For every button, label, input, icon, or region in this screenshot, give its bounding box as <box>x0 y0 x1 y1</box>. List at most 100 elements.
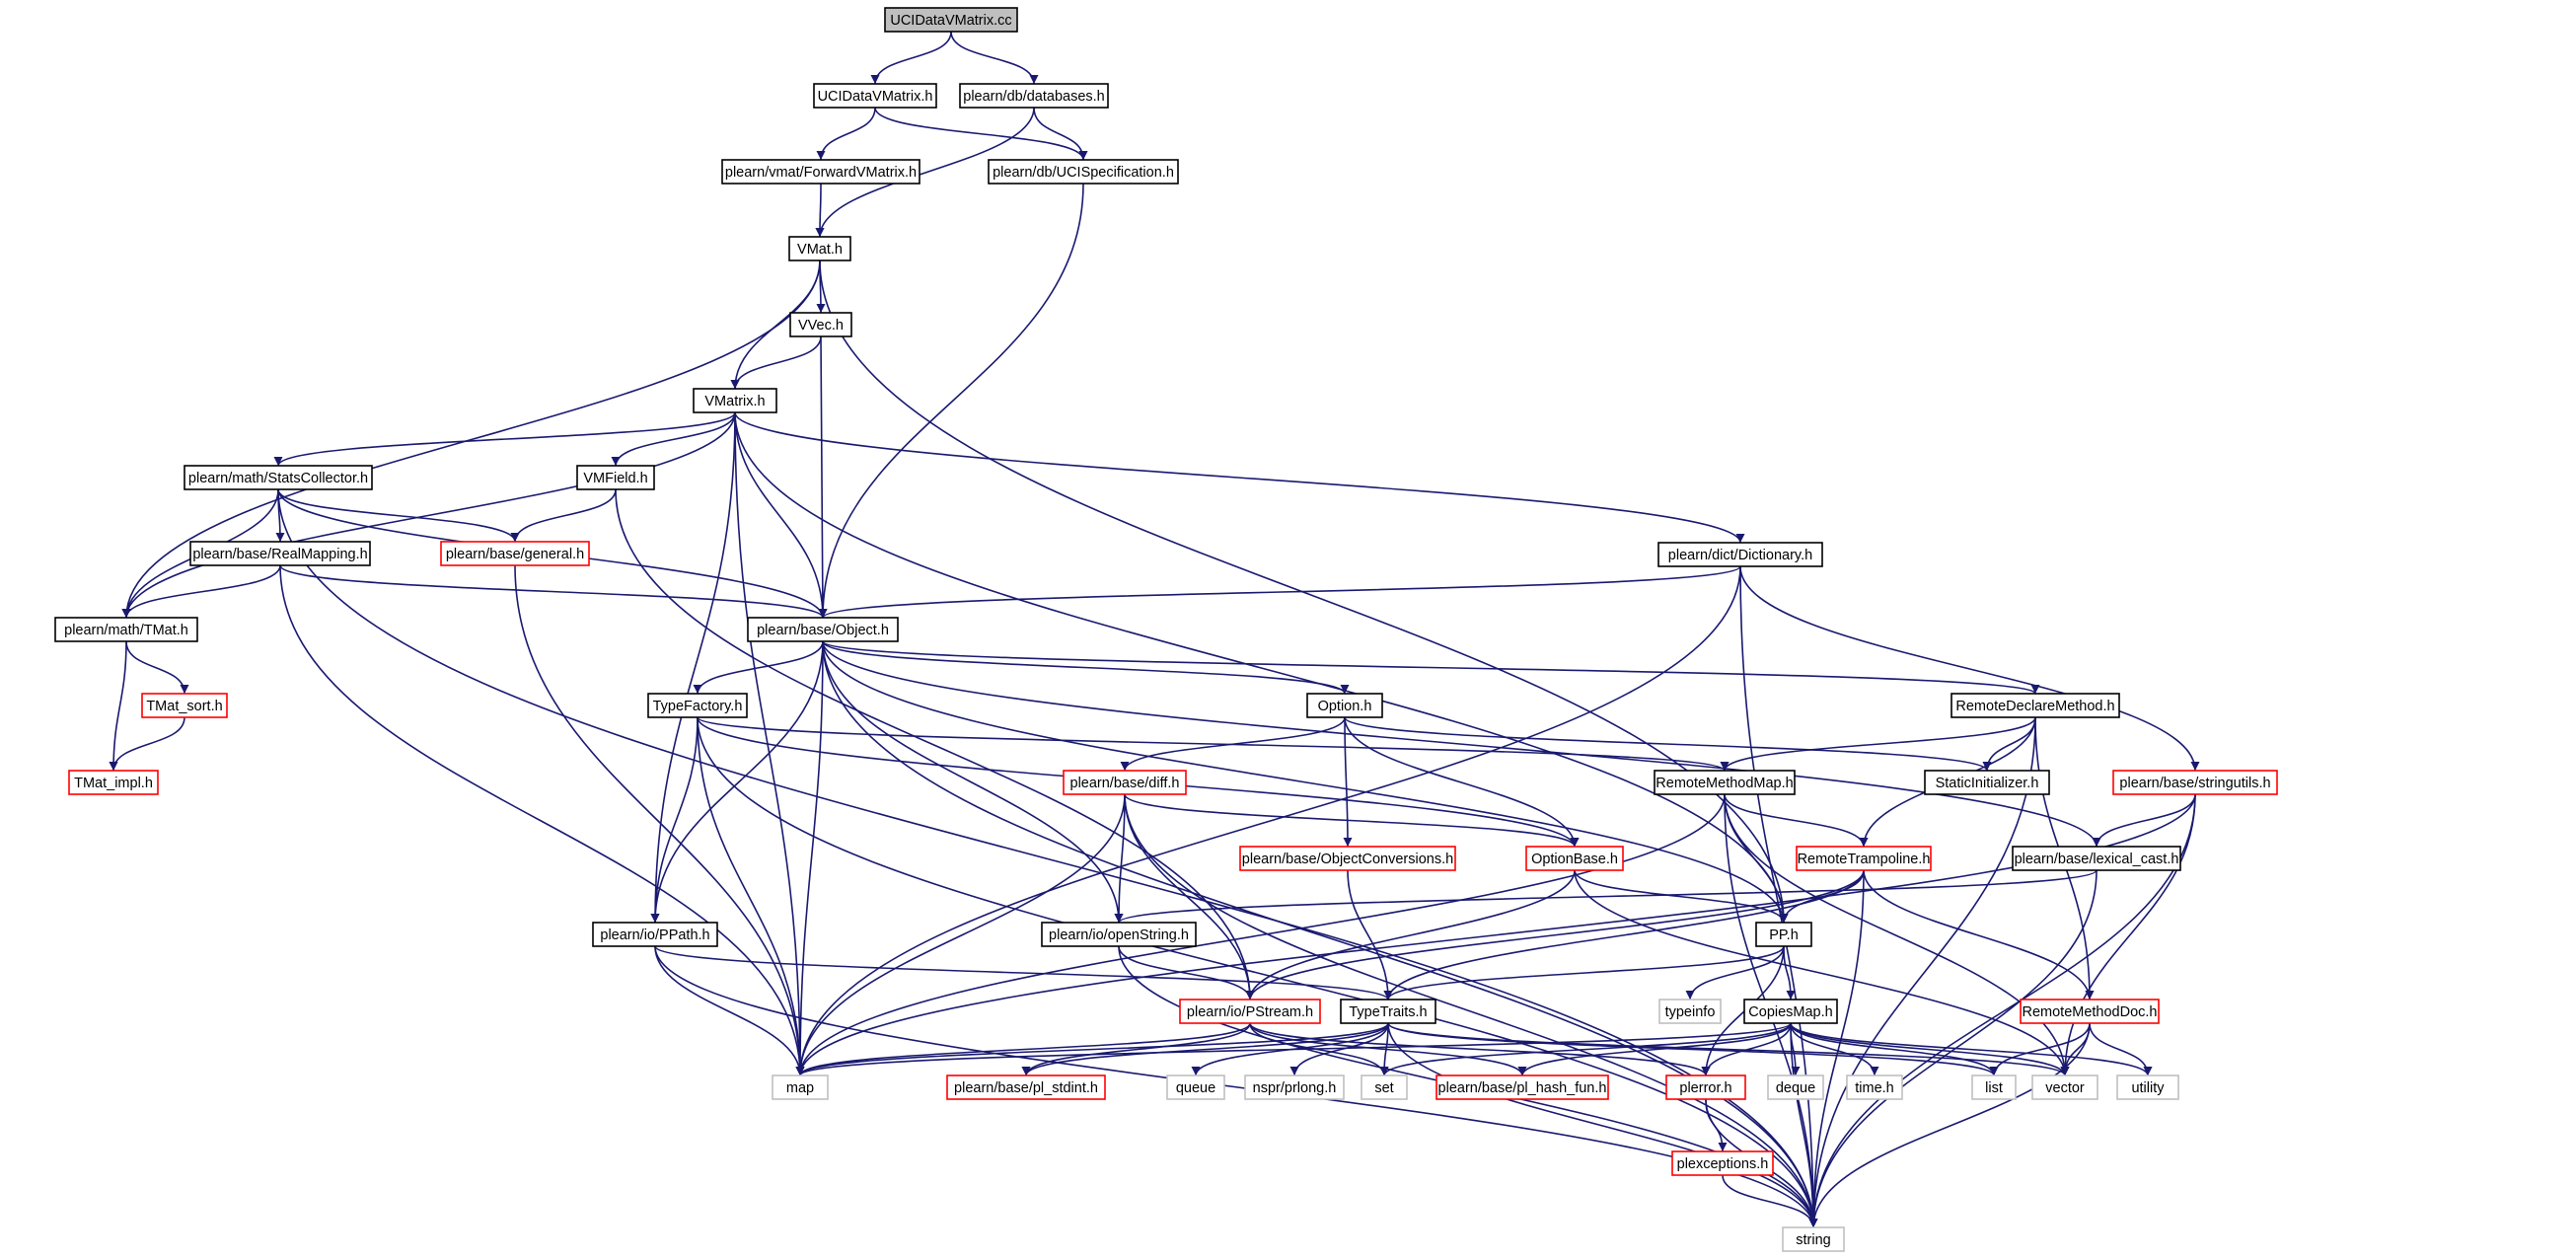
node-label-plearn-math-statscollector-h: plearn/math/StatsCollector.h <box>188 471 368 486</box>
node-box-string <box>1782 1226 1845 1252</box>
node-label-remotemethoddoc-h: RemoteMethodDoc.h <box>2022 1004 2157 1020</box>
edge-plearn-math-statscollector-h-to-plearn-base-general-h <box>277 488 520 543</box>
node-plerror-h[interactable]: plerror.h <box>1665 1075 1746 1100</box>
edge-plearn-dict-dictionary-h-to-map <box>795 565 1741 1076</box>
node-ucidatavmatrix-cc[interactable]: UCIDataVMatrix.cc <box>884 7 1018 33</box>
node-label-typeinfo: typeinfo <box>1665 1004 1716 1020</box>
edge-remotetrampoline-h-to-plearn-io-pstream-h <box>1245 869 1865 1001</box>
node-label-optionbase-h: OptionBase.h <box>1531 852 1618 867</box>
node-ucidatavmatrix-h[interactable]: UCIDataVMatrix.h <box>813 83 937 109</box>
node-box-time-h <box>1846 1075 1903 1100</box>
node-plearn-vmat-forwardvmatrix-h[interactable]: plearn/vmat/ForwardVMatrix.h <box>721 159 920 185</box>
node-vmat-h[interactable]: VMat.h <box>788 236 851 261</box>
node-remotemethoddoc-h[interactable]: RemoteMethodDoc.h <box>2020 999 2160 1024</box>
node-label-plearn-base-pl-hash-fun-h: plearn/base/pl_hash_fun.h <box>1438 1080 1607 1096</box>
edge-ucidatavmatrix-h-to-plearn-vmat-forwardvmatrix-h <box>816 107 876 161</box>
node-plearn-db-ucispecification-h[interactable]: plearn/db/UCISpecification.h <box>988 159 1179 185</box>
node-label-plearn-base-object-h: plearn/base/Object.h <box>757 623 889 638</box>
edge-plearn-base-object-h-to-remotedeclaremethod-h <box>822 640 2040 695</box>
node-typetraits-h[interactable]: TypeTraits.h <box>1340 999 1436 1024</box>
node-time-h[interactable]: time.h <box>1846 1075 1903 1100</box>
edge-plearn-base-diff-h-to-map <box>795 793 1126 1076</box>
node-plearn-db-databases-h[interactable]: plearn/db/databases.h <box>959 83 1109 109</box>
node-vector[interactable]: vector <box>2031 1075 2098 1100</box>
node-pp-h[interactable]: PP.h <box>1755 922 1812 947</box>
node-box-remotemethoddoc-h <box>2020 999 2160 1024</box>
node-nspr-prlong-h[interactable]: nspr/prlong.h <box>1244 1075 1345 1100</box>
node-box-vmat-h <box>788 236 851 261</box>
edge-plearn-base-realmapping-h-to-map <box>279 564 805 1076</box>
node-plearn-base-general-h[interactable]: plearn/base/general.h <box>440 541 590 566</box>
node-plearn-math-statscollector-h[interactable]: plearn/math/StatsCollector.h <box>184 465 373 490</box>
edge-plearn-math-tmat-h-to-tmat-impl-h <box>109 640 127 772</box>
node-staticinitializer-h[interactable]: StaticInitializer.h <box>1924 770 2050 795</box>
edge-ucidatavmatrix-h-to-plearn-db-ucispecification-h <box>874 107 1088 161</box>
node-list[interactable]: list <box>1971 1075 2017 1100</box>
edge-remotetrampoline-h-to-remotemethoddoc-h <box>1863 869 2095 1001</box>
edge-remotetrampoline-h-to-typetraits-h <box>1383 869 1865 1001</box>
node-plearn-base-objectconversions-h[interactable]: plearn/base/ObjectConversions.h <box>1239 846 1456 871</box>
node-label-plearn-io-openstring-h: plearn/io/openString.h <box>1049 927 1189 943</box>
edge-plearn-base-object-h-to-map <box>795 640 824 1076</box>
edge-remotedeclaremethod-h-to-remotemethodmap-h <box>1720 716 2036 772</box>
node-option-h[interactable]: Option.h <box>1306 693 1383 718</box>
edge-vmfield-h-to-plearn-base-general-h <box>510 488 617 543</box>
edge-typetraits-h-to-plearn-base-pl-stdint-h <box>1021 1022 1389 1076</box>
edge-vmatrix-h-to-pp-h <box>734 411 1789 924</box>
node-plearn-io-pstream-h[interactable]: plearn/io/PStream.h <box>1179 999 1321 1024</box>
node-plearn-base-stringutils-h[interactable]: plearn/base/stringutils.h <box>2112 770 2278 795</box>
node-label-remotemethodmap-h: RemoteMethodMap.h <box>1656 776 1793 791</box>
node-typeinfo[interactable]: typeinfo <box>1658 999 1722 1024</box>
node-label-string: string <box>1796 1232 1830 1248</box>
edge-plearn-base-diff-h-to-string <box>1124 793 1818 1228</box>
node-label-plearn-db-ucispecification-h: plearn/db/UCISpecification.h <box>993 165 1174 181</box>
node-label-nspr-prlong-h: nspr/prlong.h <box>1253 1080 1337 1096</box>
node-label-tmat-sort-h: TMat_sort.h <box>146 699 222 714</box>
node-plearn-base-pl-hash-fun-h[interactable]: plearn/base/pl_hash_fun.h <box>1435 1075 1609 1100</box>
node-remotetrampoline-h[interactable]: RemoteTrampoline.h <box>1796 846 1932 871</box>
node-queue[interactable]: queue <box>1166 1075 1225 1100</box>
node-remotemethodmap-h[interactable]: RemoteMethodMap.h <box>1654 770 1796 795</box>
node-plexceptions-h[interactable]: plexceptions.h <box>1671 1150 1774 1176</box>
node-remotedeclaremethod-h[interactable]: RemoteDeclareMethod.h <box>1950 693 2120 718</box>
node-box-map <box>772 1075 829 1100</box>
node-tmat-impl-h[interactable]: TMat_impl.h <box>68 770 159 795</box>
edge-typetraits-h-to-nspr-prlong-h <box>1289 1022 1389 1076</box>
edge-plearn-base-object-h-to-pp-h <box>822 640 1789 924</box>
node-vmfield-h[interactable]: VMField.h <box>576 465 655 490</box>
node-label-plearn-base-stringutils-h: plearn/base/stringutils.h <box>2119 776 2270 791</box>
node-plearn-io-ppath-h[interactable]: plearn/io/PPath.h <box>592 922 718 947</box>
edge-copiesmap-h-to-plerror-h <box>1701 1022 1792 1076</box>
node-deque[interactable]: deque <box>1767 1075 1824 1100</box>
node-utility[interactable]: utility <box>2116 1075 2179 1100</box>
edge-optionbase-h-to-pp-h <box>1574 869 1789 924</box>
edge-vmat-h-to-plearn-math-tmat-h <box>121 259 821 619</box>
node-label-queue: queue <box>1176 1080 1215 1096</box>
edge-plearn-base-diff-h-to-plearn-io-openstring-h <box>1114 793 1126 924</box>
node-plearn-io-openstring-h[interactable]: plearn/io/openString.h <box>1041 922 1197 947</box>
node-plearn-base-diff-h[interactable]: plearn/base/diff.h <box>1063 770 1187 795</box>
node-tmat-sort-h[interactable]: TMat_sort.h <box>141 693 228 718</box>
node-label-ucidatavmatrix-h: UCIDataVMatrix.h <box>818 89 933 105</box>
node-box-plearn-base-diff-h <box>1063 770 1187 795</box>
node-box-vmatrix-h <box>693 388 777 413</box>
node-set[interactable]: set <box>1361 1075 1408 1100</box>
node-map[interactable]: map <box>772 1075 829 1100</box>
node-plearn-dict-dictionary-h[interactable]: plearn/dict/Dictionary.h <box>1657 542 1823 567</box>
node-vmatrix-h[interactable]: VMatrix.h <box>693 388 777 413</box>
node-box-ucidatavmatrix-cc <box>884 7 1018 33</box>
node-box-vvec-h <box>789 312 852 337</box>
node-copiesmap-h[interactable]: CopiesMap.h <box>1743 999 1838 1024</box>
node-string[interactable]: string <box>1782 1226 1845 1252</box>
node-plearn-math-tmat-h[interactable]: plearn/math/TMat.h <box>54 617 198 642</box>
node-plearn-base-realmapping-h[interactable]: plearn/base/RealMapping.h <box>189 541 371 566</box>
edge-vmatrix-h-to-plearn-math-tmat-h <box>121 411 736 619</box>
node-optionbase-h[interactable]: OptionBase.h <box>1525 846 1624 871</box>
node-plearn-base-pl-stdint-h[interactable]: plearn/base/pl_stdint.h <box>946 1075 1106 1100</box>
edge-plexceptions-h-to-string <box>1722 1174 1818 1228</box>
node-box-tmat-sort-h <box>141 693 228 718</box>
node-plearn-base-lexical-cast-h[interactable]: plearn/base/lexical_cast.h <box>2012 846 2181 871</box>
node-typefactory-h[interactable]: TypeFactory.h <box>647 693 748 718</box>
node-vvec-h[interactable]: VVec.h <box>789 312 852 337</box>
node-plearn-base-object-h[interactable]: plearn/base/Object.h <box>747 617 899 642</box>
